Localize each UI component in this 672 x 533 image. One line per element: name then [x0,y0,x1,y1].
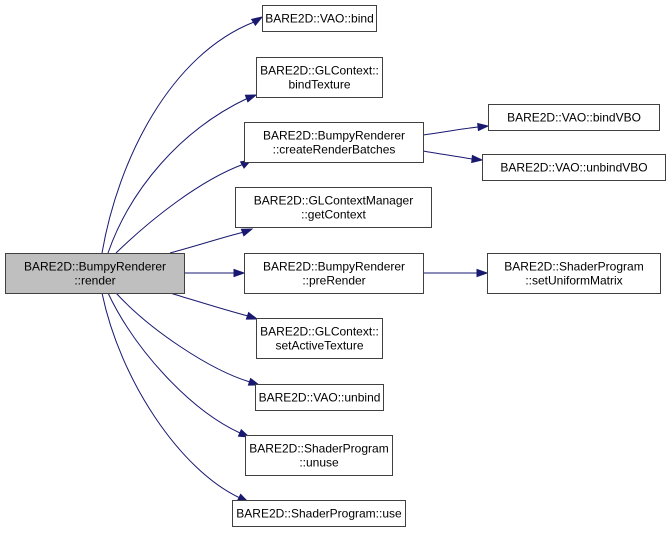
node-label: BARE2D::GLContextManager [254,194,413,208]
arrowhead-icon [476,268,489,278]
node-label: ::render [74,274,115,288]
node-label: bindTexture [288,78,350,92]
node-box[interactable] [244,122,424,163]
edge-render-to-vao_unbind [115,292,261,386]
edge-render-to-vao_bind [101,16,264,254]
node-label: BARE2D::VAO::bindVBO [507,111,641,125]
node-label: ::createRenderBatches [273,143,396,157]
node-label: BARE2D::ShaderProgram::use [236,507,402,521]
arrowhead-icon [240,228,254,237]
edge-render-to-use [101,292,250,503]
node-glc_bindTexture[interactable]: BARE2D::GLContext::bindTexture [256,57,383,98]
node-box[interactable] [245,435,393,476]
node-box[interactable] [5,253,185,294]
node-label: BARE2D::BumpyRenderer [24,260,166,274]
node-preRender[interactable]: BARE2D::BumpyRenderer::preRender [244,253,424,294]
node-label: BARE2D::VAO::unbind [259,391,381,405]
node-label: ::setUniformMatrix [525,274,622,288]
edge-line [422,126,479,136]
node-label: ::getContext [301,208,366,222]
arrowhead-icon [250,16,264,27]
edge-render-to-preRender [184,268,246,278]
node-setUniformMatrix[interactable]: BARE2D::ShaderProgram::setUniformMatrix [487,253,661,294]
arrowhead-icon [477,122,490,132]
node-box[interactable] [487,253,661,294]
node-box[interactable] [256,57,383,98]
edges-layer [101,16,490,503]
edge-line [422,150,473,160]
arrowhead-icon [244,94,258,103]
node-label: BARE2D::VAO::bind [265,12,374,26]
node-label: BARE2D::GLContext:: [260,325,379,339]
node-label: BARE2D::ShaderProgram [504,260,643,274]
node-label: ::preRender [302,274,365,288]
node-getContext[interactable]: BARE2D::GLContextManager::getContext [235,187,432,228]
node-box[interactable] [488,104,660,131]
arrowhead-icon [247,377,261,386]
edge-line [101,21,255,254]
node-use[interactable]: BARE2D::ShaderProgram::use [232,500,406,527]
node-label: setActiveTexture [275,339,363,353]
edge-line [115,292,251,383]
edge-line [107,292,241,434]
edge-preRender-to-setUniformMatrix [423,268,489,278]
edge-line [107,97,249,254]
node-label: BARE2D::GLContext:: [260,64,379,78]
edge-render-to-createRenderBatches [115,159,253,254]
node-box[interactable] [482,154,666,181]
edge-line [101,292,241,499]
edge-render-to-getContext [169,228,254,254]
edge-render-to-unuse [107,292,251,438]
node-label: ::unuse [299,456,339,470]
node-render[interactable]: BARE2D::BumpyRenderer::render [5,253,185,294]
node-createRenderBatches[interactable]: BARE2D::BumpyRenderer::createRenderBatch… [244,122,424,163]
node-box[interactable] [244,253,424,294]
arrowhead-icon [471,154,484,164]
node-box[interactable] [232,500,406,527]
node-vao_bind[interactable]: BARE2D::VAO::bind [262,5,377,32]
edge-render-to-setActiveTexture [169,292,259,320]
edge-createRenderBatches-to-unbindVBO [422,150,484,164]
arrowhead-icon [233,268,246,278]
node-setActiveTexture[interactable]: BARE2D::GLContext::setActiveTexture [256,318,383,359]
node-bindVBO[interactable]: BARE2D::VAO::bindVBO [488,104,660,131]
edge-line [169,292,249,317]
arrowhead-icon [245,311,259,320]
node-vao_unbind[interactable]: BARE2D::VAO::unbind [255,384,384,411]
edge-createRenderBatches-to-bindVBO [422,122,490,136]
edge-render-to-glc_bindTexture [107,94,258,254]
node-unbindVBO[interactable]: BARE2D::VAO::unbindVBO [482,154,666,181]
edge-line [169,231,245,254]
node-label: BARE2D::BumpyRenderer [263,260,405,274]
node-label: BARE2D::VAO::unbindVBO [500,161,647,175]
node-box[interactable] [255,384,384,411]
node-label: BARE2D::ShaderProgram [249,442,388,456]
node-unuse[interactable]: BARE2D::ShaderProgram::unuse [245,435,393,476]
edge-line [115,163,245,254]
node-label: BARE2D::BumpyRenderer [263,129,405,143]
node-box[interactable] [235,187,432,228]
nodes-layer: BARE2D::BumpyRenderer::renderBARE2D::VAO… [5,5,666,527]
node-box[interactable] [256,318,383,359]
node-box[interactable] [262,5,377,32]
